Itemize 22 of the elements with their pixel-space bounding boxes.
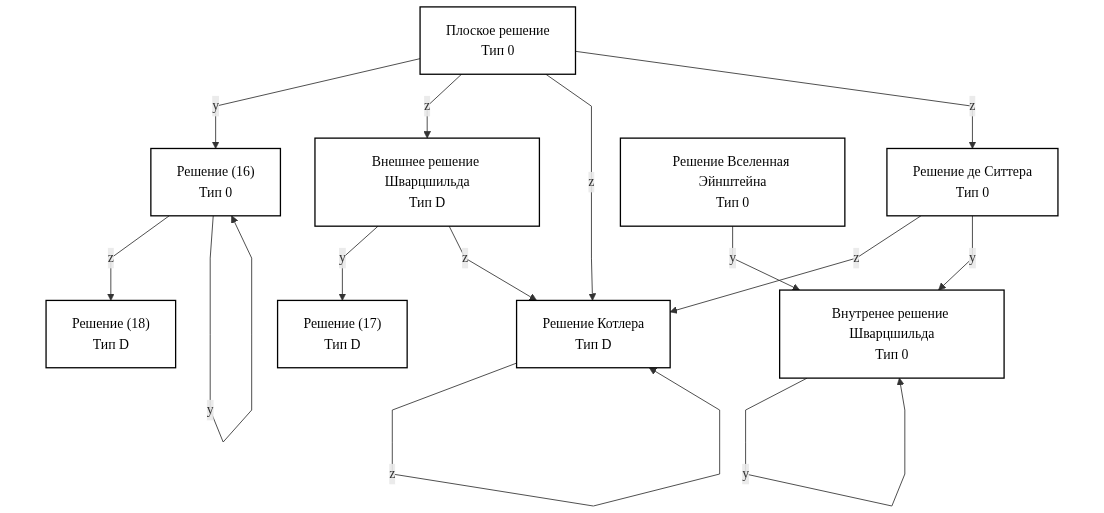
node-box: Решение Котлера Тип D — [515, 299, 671, 369]
node-box: Решение (16) Тип 0 — [150, 147, 282, 217]
node-box: Внешнее решение Шварцшильда Тип D — [314, 137, 541, 227]
edge-label: y — [338, 250, 346, 266]
edge-label: z — [424, 98, 431, 114]
edge-label: z — [389, 466, 396, 481]
node-box: Решение (18) Тип D — [45, 299, 177, 369]
edge-label: y — [742, 466, 750, 481]
edge-label: z — [462, 250, 469, 266]
node-box: Плоское решение Тип 0 — [419, 6, 577, 75]
edge-label: z — [969, 98, 976, 114]
edge-label: y — [212, 98, 220, 114]
edge-label: y — [206, 402, 214, 417]
edge-label: z — [853, 250, 860, 266]
node-box: Внутренее решение Шварцшильда Тип 0 — [779, 289, 1005, 379]
edge-label: z — [588, 174, 595, 190]
node-box: Решение (17) Тип D — [276, 299, 408, 369]
node-box: Решение де Ситтера Тип 0 — [886, 147, 1059, 217]
edge-label: y — [968, 250, 976, 266]
edge-label: z — [107, 250, 114, 266]
node-box: Решение Вселенная Эйнштейна Тип 0 — [619, 137, 846, 227]
edge-label: y — [729, 250, 737, 266]
